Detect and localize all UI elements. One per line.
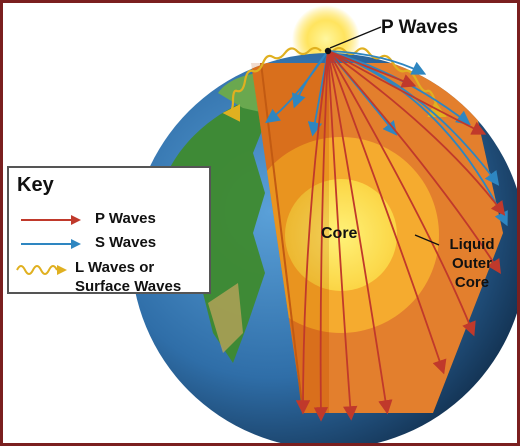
continent-landmass [163, 98, 265, 363]
key-label-p-waves: P Waves [95, 210, 156, 227]
core-label: Core [321, 225, 358, 242]
p-wave-ray [327, 50, 417, 88]
blue-arrow-icon [21, 239, 81, 249]
liquid-outer-core-text: Liquid Outer Core [449, 236, 495, 291]
desert-region [208, 283, 243, 353]
p-wave-ray [327, 50, 487, 135]
key-label-l-waves: L Waves or Surface Waves [75, 259, 182, 295]
p-wave-ray [327, 50, 358, 421]
key-row-p-waves: P Waves [9, 210, 209, 230]
red-arrow-icon [21, 215, 81, 225]
s-wave-ray [327, 50, 427, 75]
l-wave-left [222, 46, 322, 122]
p-wave-group [295, 50, 506, 422]
key-row-s-waves: S Waves [9, 234, 209, 254]
p-wave-ray [313, 50, 329, 422]
p-wave-ray [327, 50, 501, 275]
p-wave-ray [327, 50, 447, 375]
liquid-outer-core-label: Liquid Outer Core [437, 235, 507, 292]
yellow-wavy-arrow-icon [16, 265, 67, 275]
p-waves-label: P Waves [381, 17, 459, 38]
p-wave-ray [327, 50, 476, 337]
focus-point [324, 47, 332, 55]
earth-seismic-diagram [131, 5, 517, 443]
focus-leader-line [329, 26, 382, 49]
key-title: Key [17, 174, 54, 196]
key-row-l-waves: L Waves or Surface Waves [9, 258, 209, 295]
legend-key: Key P Waves S Waves L Waves or Surface W… [7, 166, 211, 295]
key-label-s-waves: S Waves [95, 234, 157, 251]
p-wave-ray [327, 50, 393, 415]
s-wave-ray [291, 50, 329, 109]
p-wave-ray [327, 50, 506, 216]
outer-core-leader-line [414, 234, 440, 246]
p-wave-ray [295, 50, 329, 415]
inner-core-shape [285, 179, 397, 291]
